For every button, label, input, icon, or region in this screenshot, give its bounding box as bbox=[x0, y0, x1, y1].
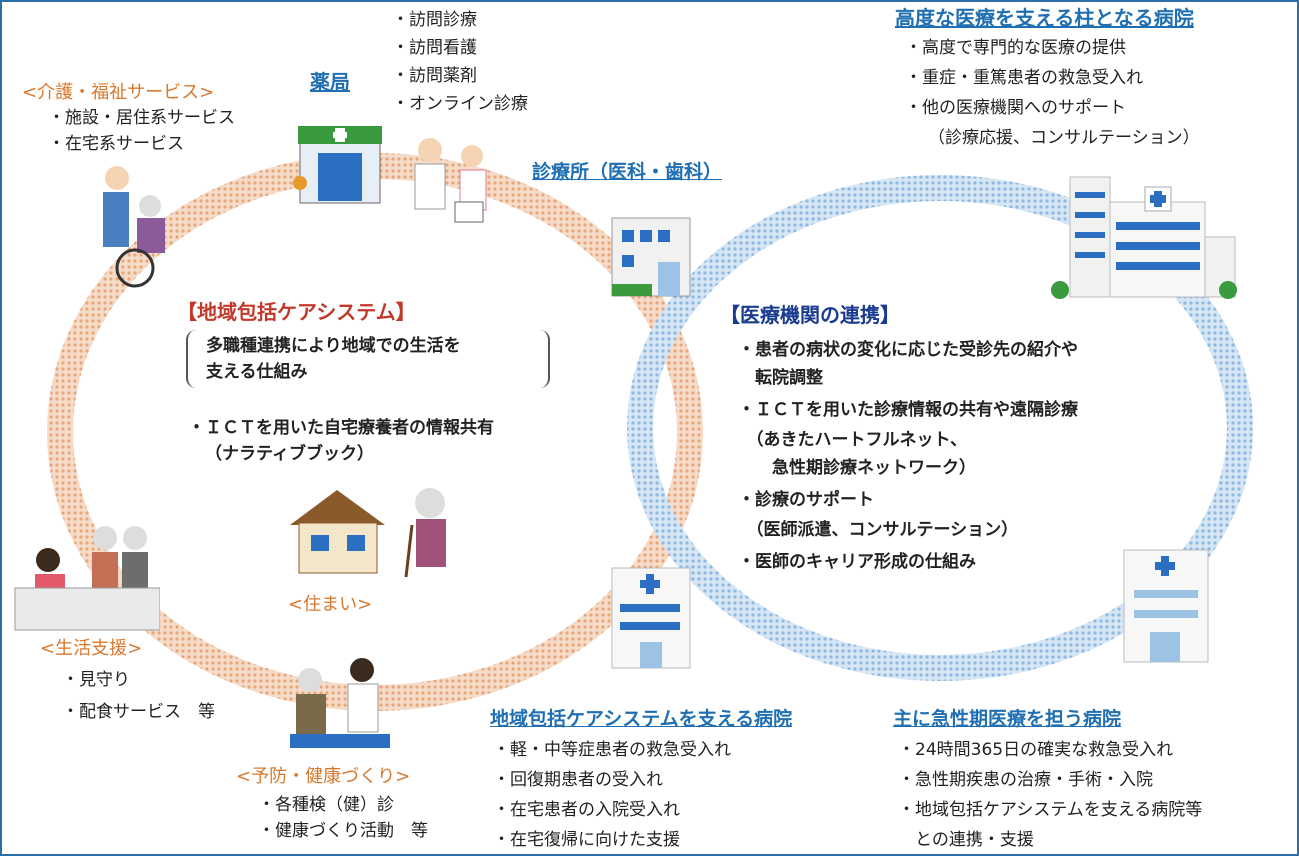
home-visit-item: ・訪問看護 bbox=[392, 38, 477, 58]
medical-cooperation-item: ・診療のサポート bbox=[738, 490, 874, 510]
care-system-bracket bbox=[186, 330, 550, 388]
community-hospital-item: ・在宅復帰に向けた支援 bbox=[493, 830, 680, 850]
acute-hospital-title: 主に急性期医療を担う病院 bbox=[893, 708, 1122, 730]
advanced-hospital-title: 高度な医療を支える柱となる病院 bbox=[895, 6, 1194, 30]
medical-cooperation-title: 【医療機関の連携】 bbox=[720, 303, 900, 327]
house-icon bbox=[290, 490, 385, 574]
doctor-nurse-icon bbox=[414, 138, 487, 223]
prevention-item: ・各種検（健）診 bbox=[258, 795, 394, 815]
medical-cooperation-item: （医師派遣、コンサルテーション） bbox=[738, 520, 1019, 540]
doctor-patient-icon bbox=[290, 658, 390, 748]
community-hospital-item: ・回復期患者の受入れ bbox=[493, 770, 663, 790]
acute-hospital-item: ・24時間365日の確実な救急受入れ bbox=[898, 740, 1174, 760]
home-visit-item: ・オンライン診療 bbox=[392, 94, 528, 114]
prevention-item: ・健康づくり活動 等 bbox=[258, 821, 428, 841]
acute-hospital-item: ・地域包括ケアシステムを支える病院等 bbox=[898, 800, 1203, 820]
hospital-icon bbox=[611, 567, 691, 669]
large-hospital-icon bbox=[1051, 176, 1237, 299]
pharmacy-title: 薬局 bbox=[310, 70, 350, 94]
care-services-item: ・施設・居住系サービス bbox=[48, 108, 235, 128]
care-system-title: 【地域包括ケアシステム】 bbox=[177, 300, 416, 324]
life-support-title: <生活支援> bbox=[40, 638, 143, 659]
life-support-item: ・見守り bbox=[62, 670, 130, 690]
medical-cooperation-item: 転院調整 bbox=[738, 368, 823, 388]
medical-cooperation-item: ・ＩＣＴを用いた診療情報の共有や遠隔診療 bbox=[738, 400, 1078, 420]
medical-cooperation-item: ・患者の病状の変化に応じた受診先の紹介や bbox=[738, 340, 1078, 360]
care-system-ict: ・ＩＣＴを用いた自宅療養者の情報共有 bbox=[188, 418, 494, 438]
caregiver-wheelchair-icon bbox=[103, 166, 165, 288]
advanced-hospital-item: （診療応援、コンサルテーション） bbox=[928, 128, 1200, 148]
advanced-hospital-item: ・他の医療機関へのサポート bbox=[905, 98, 1126, 118]
housing-title: <住まい> bbox=[288, 594, 373, 615]
care-system-subtitle: 多職種連携により地域での生活を bbox=[206, 336, 461, 356]
pharmacy-building-icon bbox=[293, 126, 382, 204]
medical-cooperation-item: （あきたハートフルネット、 bbox=[738, 430, 968, 450]
clinic-building-icon bbox=[611, 217, 691, 297]
care-system-ict: （ナラティブブック） bbox=[205, 444, 374, 464]
community-hospital-item: ・軽・中等症患者の救急受入れ bbox=[493, 740, 731, 760]
life-support-item: ・配食サービス 等 bbox=[62, 702, 215, 722]
medical-cooperation-item: 急性期診療ネットワーク） bbox=[738, 458, 976, 478]
small-hospital-icon bbox=[1123, 549, 1209, 663]
care-services-item: ・在宅系サービス bbox=[48, 134, 184, 154]
acute-hospital-item: との連携・支援 bbox=[898, 830, 1034, 850]
care-system-subtitle: 支える仕組み bbox=[206, 362, 308, 382]
medical-cooperation-ring bbox=[627, 175, 1253, 681]
family-consultation-icon bbox=[14, 526, 160, 631]
advanced-hospital-item: ・重症・重篤患者の救急受入れ bbox=[905, 68, 1143, 88]
community-hospital-item: ・在宅患者の入院受入れ bbox=[493, 800, 680, 820]
home-visit-item: ・訪問薬剤 bbox=[392, 66, 477, 86]
care-services-title: <介護・福祉サービス> bbox=[22, 82, 215, 103]
advanced-hospital-item: ・高度で専門的な医療の提供 bbox=[905, 38, 1126, 58]
medical-cooperation-item: ・医師のキャリア形成の仕組み bbox=[738, 552, 976, 572]
home-visit-item: ・訪問診療 bbox=[392, 10, 477, 30]
acute-hospital-item: ・急性期疾患の治療・手術・入院 bbox=[898, 770, 1153, 790]
elderly-person-icon bbox=[404, 488, 446, 578]
prevention-title: <予防・健康づくり> bbox=[236, 766, 411, 787]
clinic-title: 診療所（医科・歯科） bbox=[532, 161, 723, 183]
community-hospital-title: 地域包括ケアシステムを支える病院 bbox=[490, 708, 793, 730]
